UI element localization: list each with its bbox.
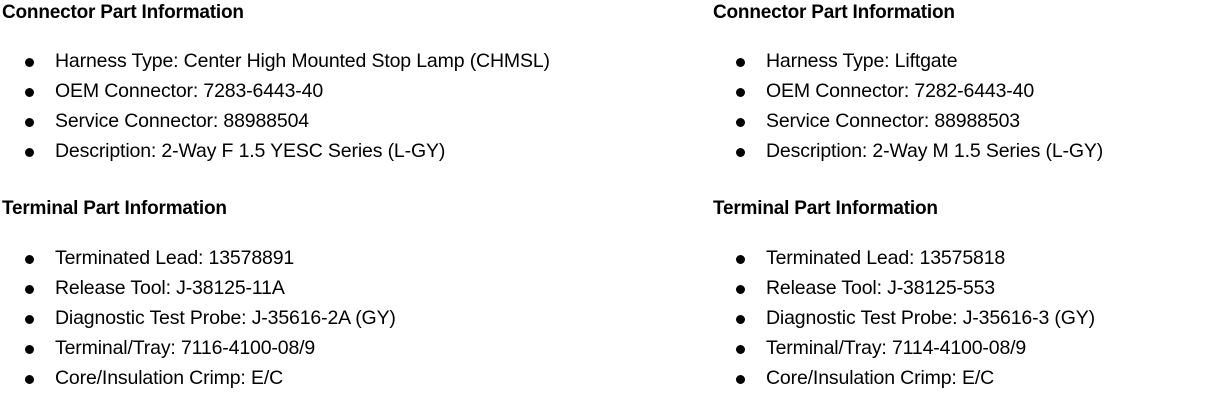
bullet-icon — [736, 315, 745, 324]
list-item: Service Connector: 88988504 — [2, 106, 708, 136]
bullet-icon — [736, 88, 745, 97]
bullet-icon — [736, 375, 745, 384]
list-item-label: Terminal/Tray: 7116-4100-08/9 — [55, 337, 316, 359]
list-item: Core/Insulation Crimp: E/C — [2, 363, 708, 393]
list-item: Terminal/Tray: 7114-4100-08/9 — [713, 333, 1216, 363]
connector-part-list-right: Harness Type: Liftgate OEM Connector: 72… — [713, 46, 1216, 166]
connector-part-information-heading-left: Connector Part Information — [2, 2, 244, 23]
bullet-icon — [25, 375, 34, 384]
left-column: Connector Part Information Harness Type:… — [2, 0, 708, 416]
list-item: OEM Connector: 7283-6443-40 — [2, 76, 708, 106]
list-item: Description: 2-Way F 1.5 YESC Series (L-… — [2, 136, 708, 166]
connector-part-information-section-right: Connector Part Information Harness Type:… — [713, 2, 1216, 166]
list-item: Terminated Lead: 13578891 — [2, 243, 708, 273]
list-item-label: Release Tool: J-38125-553 — [766, 277, 995, 299]
list-item-label: OEM Connector: 7282-6443-40 — [766, 80, 1035, 102]
bullet-icon — [736, 345, 745, 354]
bullet-icon — [25, 118, 34, 127]
bullet-icon — [25, 148, 34, 157]
bullet-icon — [736, 255, 745, 264]
list-item-label: Service Connector: 88988503 — [766, 110, 1020, 132]
bullet-icon — [25, 255, 34, 264]
bullet-icon — [736, 285, 745, 294]
list-item-label: Release Tool: J-38125-11A — [55, 277, 285, 299]
bullet-icon — [736, 118, 745, 127]
list-item-label: Diagnostic Test Probe: J-35616-3 (GY) — [766, 307, 1095, 329]
list-item-label: Description: 2-Way M 1.5 Series (L-GY) — [766, 140, 1104, 162]
terminal-part-information-heading-left: Terminal Part Information — [2, 198, 227, 219]
connector-part-information-section-left: Connector Part Information Harness Type:… — [2, 2, 708, 166]
terminal-part-information-heading-right: Terminal Part Information — [713, 198, 938, 219]
list-item-label: Terminal/Tray: 7114-4100-08/9 — [766, 337, 1027, 359]
list-item-label: Terminated Lead: 13578891 — [55, 247, 295, 269]
bullet-icon — [25, 315, 34, 324]
list-item-label: Description: 2-Way F 1.5 YESC Series (L-… — [55, 140, 446, 162]
list-item: Diagnostic Test Probe: J-35616-2A (GY) — [2, 303, 708, 333]
list-item: Harness Type: Liftgate — [713, 46, 1216, 76]
terminal-part-information-section-right: Terminal Part Information Terminated Lea… — [713, 198, 1216, 393]
list-item: Service Connector: 88988503 — [713, 106, 1216, 136]
bullet-icon — [736, 148, 745, 157]
right-column: Connector Part Information Harness Type:… — [713, 0, 1216, 416]
list-item: Release Tool: J-38125-553 — [713, 273, 1216, 303]
bullet-icon — [25, 58, 34, 67]
connector-part-information-heading-right: Connector Part Information — [713, 2, 955, 23]
bullet-icon — [25, 88, 34, 97]
list-item-label: Core/Insulation Crimp: E/C — [55, 367, 284, 389]
bullet-icon — [25, 285, 34, 294]
terminal-part-information-section-left: Terminal Part Information Terminated Lea… — [2, 198, 708, 393]
connector-part-list-left: Harness Type: Center High Mounted Stop L… — [2, 46, 708, 166]
list-item: Description: 2-Way M 1.5 Series (L-GY) — [713, 136, 1216, 166]
list-item: Release Tool: J-38125-11A — [2, 273, 708, 303]
bullet-icon — [736, 58, 745, 67]
bullet-icon — [25, 345, 34, 354]
list-item: Harness Type: Center High Mounted Stop L… — [2, 46, 708, 76]
list-item-label: Harness Type: Liftgate — [766, 50, 958, 72]
list-item-label: OEM Connector: 7283-6443-40 — [55, 80, 324, 102]
terminal-part-list-right: Terminated Lead: 13575818 Release Tool: … — [713, 243, 1216, 393]
list-item: Diagnostic Test Probe: J-35616-3 (GY) — [713, 303, 1216, 333]
list-item-label: Diagnostic Test Probe: J-35616-2A (GY) — [55, 307, 396, 329]
terminal-part-list-left: Terminated Lead: 13578891 Release Tool: … — [2, 243, 708, 393]
list-item: OEM Connector: 7282-6443-40 — [713, 76, 1216, 106]
list-item-label: Harness Type: Center High Mounted Stop L… — [55, 50, 550, 72]
list-item-label: Terminated Lead: 13575818 — [766, 247, 1006, 269]
list-item-label: Core/Insulation Crimp: E/C — [766, 367, 995, 389]
list-item: Core/Insulation Crimp: E/C — [713, 363, 1216, 393]
list-item-label: Service Connector: 88988504 — [55, 110, 309, 132]
list-item: Terminal/Tray: 7116-4100-08/9 — [2, 333, 708, 363]
list-item: Terminated Lead: 13575818 — [713, 243, 1216, 273]
